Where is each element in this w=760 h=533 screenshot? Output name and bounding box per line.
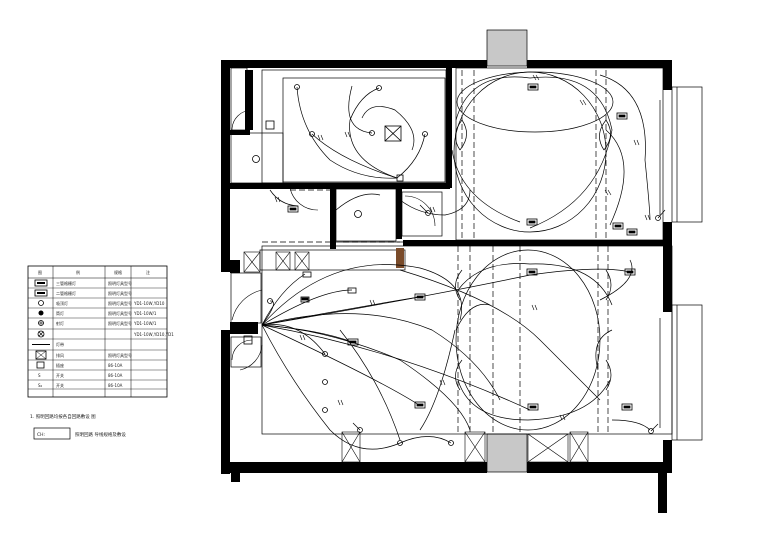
box-x-icon: [35, 350, 47, 360]
switch-1-icon: S: [38, 373, 41, 378]
circuit-arcs: [261, 71, 651, 450]
drawing-notes: 1. 照明回路均按各自回路敷设 图 CH: 照明回路 导线规格及敷设: [30, 413, 126, 440]
legend-name-2: 二管格栅灯: [56, 290, 76, 296]
legend-header-3: 规格: [114, 269, 122, 275]
legend-spec-9: 86-10A: [108, 363, 123, 368]
legend-note-6: YD1-10W,YD10,YD1: [133, 332, 174, 337]
circuit-tick-marks: [274, 74, 651, 421]
star-circle-icon: [38, 320, 44, 326]
legend-spec-5: 照明灯具型号: [108, 320, 132, 326]
hatched-blocks: [243, 251, 589, 463]
door-swings: [231, 109, 436, 371]
legend-note-5: YD1-10W/1: [133, 321, 157, 326]
legend-name-5: 射灯: [56, 320, 64, 326]
circle-filled-icon: [38, 310, 44, 316]
legend-name-10: 开关: [56, 372, 64, 378]
legend-name-1: 三管格栅灯: [56, 280, 76, 286]
fixture-boxes: [243, 83, 638, 411]
legend-spec-8: 照明灯具型号: [108, 352, 132, 358]
legend-name-7: 灯带: [56, 341, 64, 347]
note-box: [33, 427, 71, 440]
window-top-right: [659, 86, 703, 223]
legend-spec-3: 照明灯具型号: [108, 300, 132, 306]
legend-spec-4: 照明灯具型号: [108, 310, 132, 316]
legend-name-11: 开关: [56, 382, 64, 388]
dashed-ceiling-lines: [262, 70, 609, 432]
double-fluorescent-icon: [34, 289, 48, 297]
note-box-text: 照明回路 导线规格及敷设: [75, 431, 126, 438]
legend-name-8: 排风: [56, 352, 64, 358]
legend-spec-11: 86-10A: [108, 383, 123, 388]
legend-rows: S S₂ 三管格栅灯 照明灯具型号 二管格栅灯 照明灯具型号 吸顶灯 照明灯具型…: [28, 279, 174, 390]
exhaust-fan-icon: [384, 125, 402, 142]
bottom-shaft: [486, 433, 528, 473]
top-shaft: [486, 29, 528, 67]
legend-note-4: YD1-10W/1: [133, 311, 157, 316]
exterior-walls: [221, 60, 672, 513]
note-box-label: CH:: [37, 432, 45, 438]
window-bottom-right: [659, 304, 703, 441]
ceiling-lamps: [252, 84, 454, 446]
legend-header-2: 例: [76, 269, 80, 275]
legend-spec-1: 照明灯具型号: [108, 280, 132, 286]
legend-name-9: 插座: [56, 362, 64, 368]
legend-name-4: 筒灯: [56, 310, 64, 316]
switch-icons: [352, 204, 666, 434]
interior-outlines: [230, 67, 673, 435]
legend-spec-10: 86-10A: [108, 373, 123, 378]
note-1: 1. 照明回路均按各自回路敷设 图: [30, 413, 96, 420]
legend-name-3: 吸顶灯: [56, 300, 68, 306]
circle-cross-icon: [37, 330, 45, 338]
bay-arcs: [455, 119, 612, 391]
floor-plan: [221, 29, 703, 513]
square-icon: [36, 361, 45, 369]
legend-note-3: YD1-10W,YD10: [133, 301, 165, 306]
double-fluorescent-icon: [34, 279, 48, 287]
legend-table: 图 例 规格 注 S S₂: [27, 265, 174, 398]
legend-spec-2: 照明灯具型号: [108, 290, 132, 296]
brown-column: [396, 248, 404, 268]
switch-2-icon: S₂: [38, 383, 43, 388]
circle-o-icon: [38, 300, 44, 306]
legend-header-4: 注: [146, 269, 150, 275]
legend-header-1: 图: [38, 269, 42, 275]
